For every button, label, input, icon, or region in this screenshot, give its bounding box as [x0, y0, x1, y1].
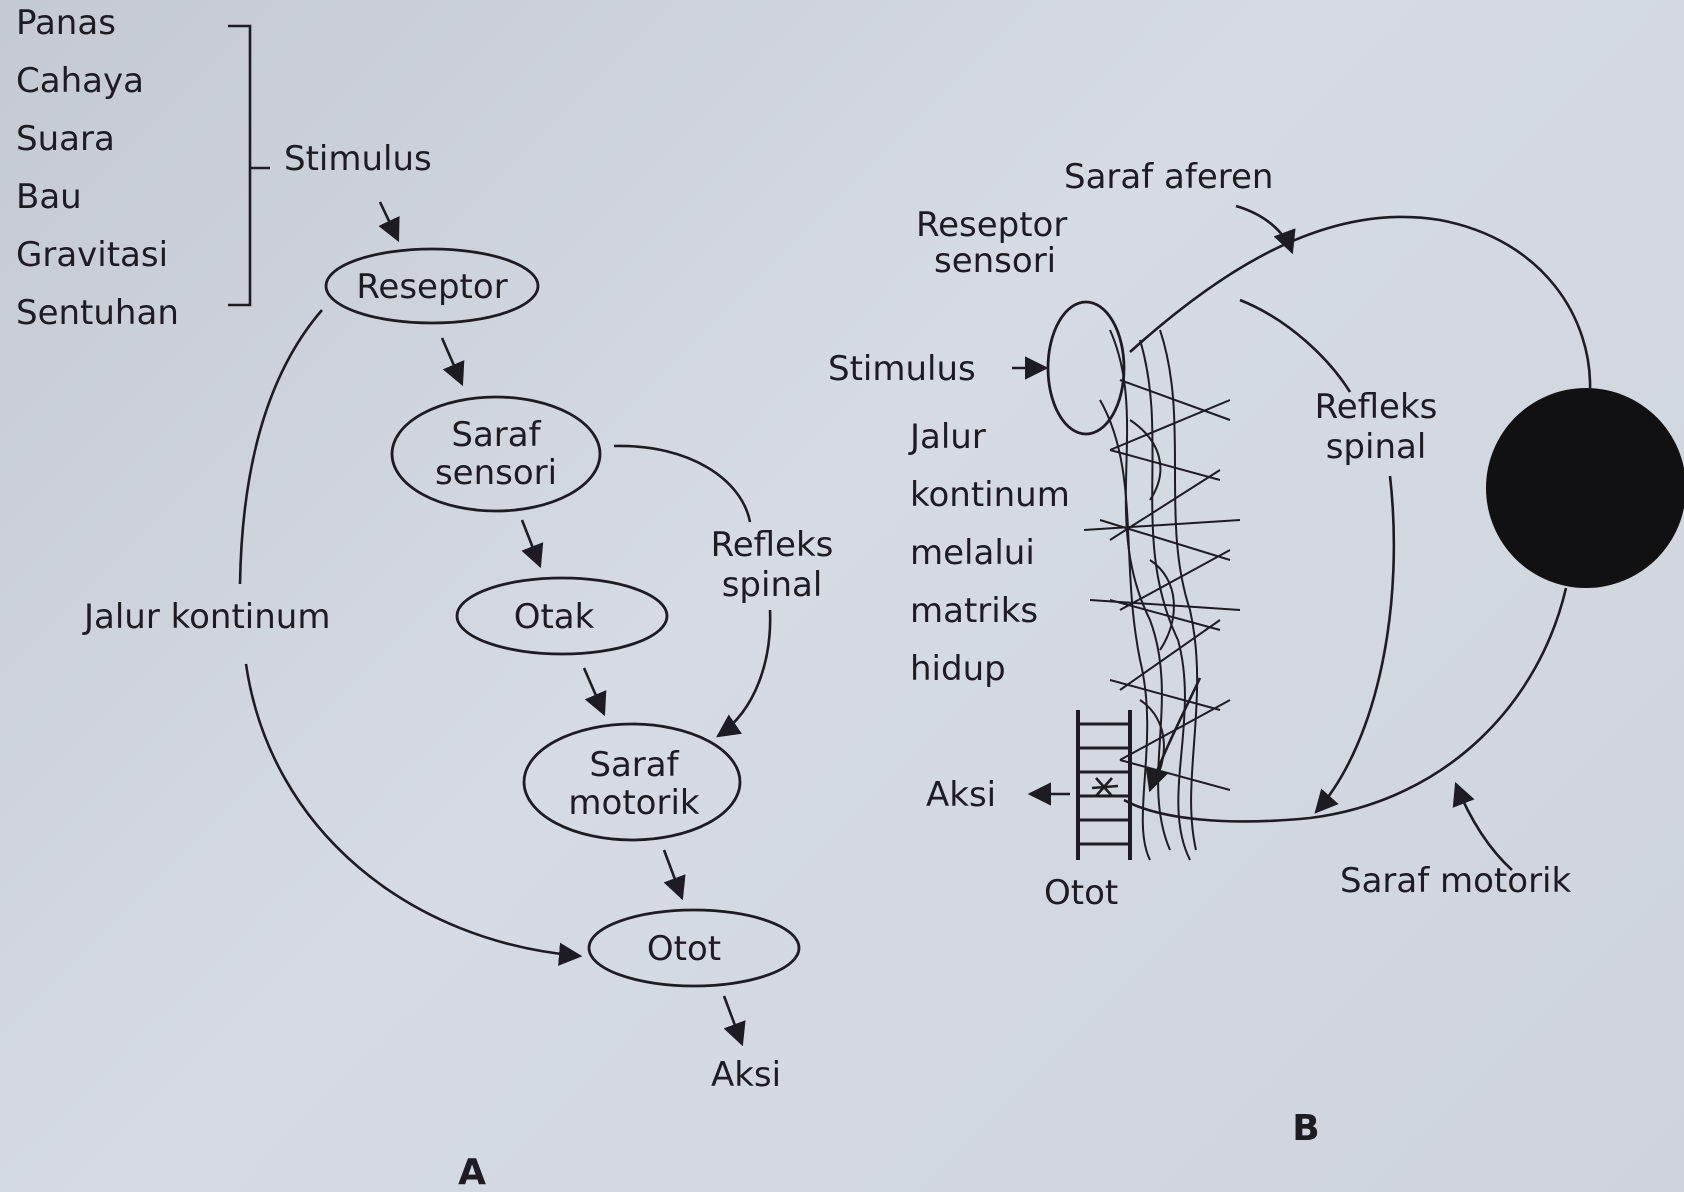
stimulus-bracket	[228, 26, 270, 305]
living-matrix-mesh	[1084, 330, 1240, 860]
jalur-kontinum-line-top	[240, 310, 322, 584]
saraf-aferen-label: Saraf aferen	[1064, 157, 1273, 197]
reseptor-sensori-label-2: sensori	[934, 241, 1056, 281]
refleks-spinal-arrow	[718, 610, 770, 736]
arrow-otot-to-aksi	[724, 996, 742, 1044]
saraf-motorik-label-2: motorik	[568, 783, 699, 823]
jalur-line-4: matriks	[910, 591, 1038, 631]
arrow-otak-to-motorik	[584, 668, 604, 714]
aksi-label-a: Aksi	[711, 1055, 781, 1095]
refleks-spinal-line-top	[614, 446, 750, 522]
otot-label: Otot	[647, 929, 721, 969]
panel-a: Panas Cahaya Suara Bau Gravitasi Sentuha…	[16, 3, 833, 1192]
saraf-sensori-label-1: Saraf	[451, 415, 541, 455]
stimulus-label-b: Stimulus	[828, 349, 976, 389]
refleks-spinal-b-label-1: Refleks	[1315, 387, 1438, 427]
jalur-kontinum-arrow	[246, 664, 580, 956]
stimulus-item-panas: Panas	[16, 3, 116, 43]
refleks-spinal-b-label-2: spinal	[1326, 427, 1427, 467]
jalur-line-5: hidup	[910, 649, 1006, 689]
arrow-stimulus-to-reseptor	[380, 202, 398, 240]
jalur-kontinum-label: Jalur kontinum	[82, 597, 330, 637]
panel-b: Saraf aferen Reseptor sensori Stimulus J…	[828, 157, 1684, 1149]
refleks-spinal-label-1: Refleks	[711, 525, 834, 565]
reseptor-label: Reseptor	[356, 267, 507, 307]
saraf-motorik-label-b: Saraf motorik	[1340, 861, 1571, 901]
stimulus-item-suara: Suara	[16, 119, 115, 159]
stimulus-item-gravitasi: Gravitasi	[16, 235, 168, 275]
panel-b-label: B	[1292, 1108, 1319, 1149]
arrow-reseptor-to-sensori	[442, 338, 462, 384]
jalur-line-3: melalui	[910, 533, 1035, 573]
stimulus-item-cahaya: Cahaya	[16, 61, 144, 101]
jalur-line-1: Jalur	[908, 417, 986, 457]
aksi-label-b: Aksi	[926, 775, 996, 815]
refleks-spinal-b-arrow	[1316, 476, 1394, 812]
motor-nerve-path	[1124, 588, 1566, 821]
arrow-sensori-to-otak	[522, 520, 540, 566]
saraf-motorik-label-1: Saraf	[589, 745, 679, 785]
reseptor-sensori-label-1: Reseptor	[916, 205, 1067, 245]
refleks-spinal-label-2: spinal	[722, 565, 823, 605]
stimulus-label: Stimulus	[284, 139, 432, 179]
otak-label: Otak	[514, 597, 595, 637]
refleks-spinal-b-line-top	[1240, 300, 1350, 392]
reseptor-sensori-node	[1048, 302, 1124, 434]
spinal-cord-blob	[1486, 388, 1684, 588]
panel-a-label: A	[458, 1152, 486, 1192]
jalur-line-2: kontinum	[910, 475, 1070, 515]
otot-label-b: Otot	[1044, 873, 1118, 913]
saraf-sensori-label-2: sensori	[435, 453, 557, 493]
stimulus-item-bau: Bau	[16, 177, 82, 217]
saraf-motorik-pointer	[1456, 784, 1512, 870]
stimulus-item-sentuhan: Sentuhan	[16, 293, 179, 333]
muscle-ladder	[1078, 710, 1130, 860]
arrow-motorik-to-otot	[664, 850, 682, 898]
afferent-nerve-path	[1130, 217, 1590, 390]
